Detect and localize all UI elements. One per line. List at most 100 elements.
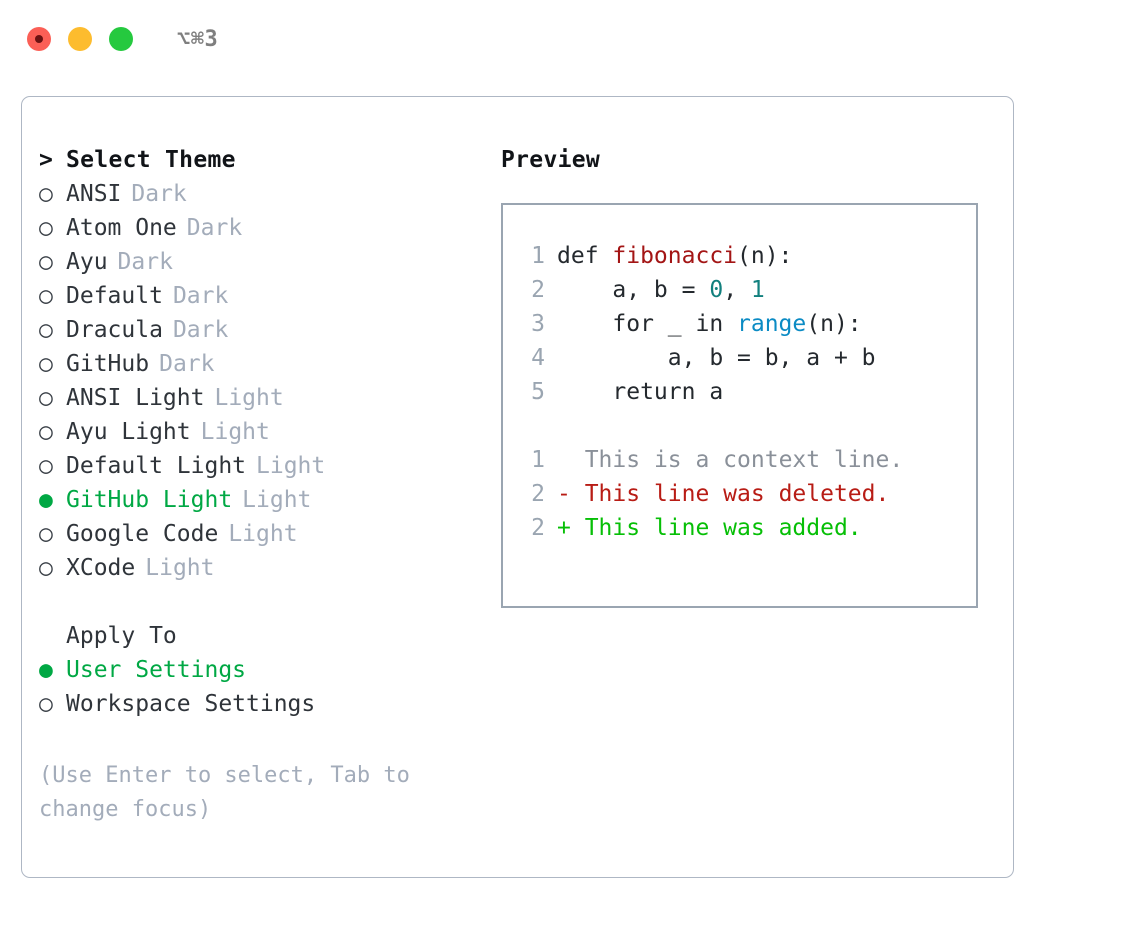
select-theme-heading-label: Select Theme — [66, 147, 236, 173]
diff-text: This line was added. — [570, 515, 862, 541]
code-line: 2 a, b = 0, 1 — [519, 273, 976, 307]
code-token: for _ in — [557, 311, 738, 337]
radio-unselected-icon[interactable]: ○ — [39, 385, 53, 411]
theme-list-item[interactable]: ○ ANSI Light Light — [39, 385, 489, 419]
radio-unselected-icon[interactable]: ○ — [39, 283, 53, 309]
preview-title: Preview — [501, 147, 601, 173]
theme-name-label: Default — [66, 283, 163, 309]
theme-variant-tag: Light — [256, 453, 326, 479]
code-token: def — [557, 243, 613, 269]
radio-unselected-icon[interactable]: ○ — [39, 249, 53, 275]
theme-name-label: GitHub — [66, 351, 150, 377]
keyboard-shortcut-label: ⌥⌘3 — [177, 26, 219, 52]
theme-name-label: Default Light — [66, 453, 247, 479]
apply-to-label: User Settings — [66, 657, 247, 683]
apply-to-heading: Apply To — [39, 623, 489, 657]
theme-name-label: Ayu — [66, 249, 108, 275]
minimize-button-icon[interactable] — [68, 27, 92, 51]
line-number: 5 — [531, 379, 545, 405]
theme-name-label: XCode — [66, 555, 136, 581]
radio-unselected-icon[interactable]: ○ — [39, 419, 53, 445]
theme-variant-tag: Light — [200, 419, 270, 445]
radio-unselected-icon[interactable]: ○ — [39, 521, 53, 547]
apply-to-list-item[interactable]: ○ Workspace Settings — [39, 691, 489, 725]
code-token: range — [737, 311, 807, 337]
apply-to-label: Workspace Settings — [66, 691, 316, 717]
line-number: 2 — [531, 515, 545, 541]
line-number: 1 — [531, 447, 545, 473]
code-text: return a — [557, 375, 723, 409]
code-token: a, b = — [557, 277, 710, 303]
theme-variant-tag: Light — [242, 487, 312, 513]
code-line: 4 a, b = b, a + b — [519, 341, 976, 375]
theme-list-item[interactable]: ○ Atom One Dark — [39, 215, 489, 249]
radio-unselected-icon[interactable]: ○ — [39, 691, 53, 717]
code-token: (n): — [737, 243, 793, 269]
radio-unselected-icon[interactable]: ○ — [39, 555, 53, 581]
code-line: 5 return a — [519, 375, 976, 409]
theme-variant-tag: Light — [214, 385, 284, 411]
traffic-lights — [27, 27, 133, 51]
code-line: 1 def fibonacci(n): — [519, 239, 976, 273]
radio-selected-icon[interactable]: ● — [39, 487, 53, 513]
code-token: fibonacci — [612, 243, 738, 269]
theme-list-item[interactable]: ○ Default Light Light — [39, 453, 489, 487]
theme-name-label: Atom One — [66, 215, 177, 241]
caret-icon: > — [39, 147, 53, 173]
radio-unselected-icon[interactable]: ○ — [39, 453, 53, 479]
code-text: a, b = b, a + b — [557, 341, 876, 375]
theme-variant-tag: Dark — [159, 351, 215, 377]
diff-line: 2 + This line was added. — [519, 511, 976, 545]
diff-line: 2- This line was deleted. — [519, 477, 976, 511]
line-number: 2 — [531, 277, 545, 303]
diff-line: 1 This is a context line. — [519, 443, 976, 477]
code-token: 0 — [709, 277, 724, 303]
theme-variant-tag: Dark — [172, 317, 229, 343]
theme-variant-tag: Dark — [117, 249, 173, 275]
close-button-icon[interactable] — [27, 27, 51, 51]
theme-variant-tag: Light — [228, 521, 298, 547]
diff-sign — [557, 443, 571, 477]
radio-unselected-icon[interactable]: ○ — [39, 317, 53, 343]
diff-text: This is a context line. — [570, 447, 904, 473]
diff-sample: 1 This is a context line.2- This line wa… — [519, 443, 976, 545]
select-theme-heading: > Select Theme — [39, 147, 489, 181]
radio-unselected-icon[interactable]: ○ — [39, 351, 53, 377]
diff-text: This line was deleted. — [570, 481, 890, 507]
apply-to-heading-label: Apply To — [66, 623, 177, 649]
maximize-button-icon[interactable] — [109, 27, 133, 51]
code-text: a, b = 0, 1 — [557, 273, 765, 307]
theme-list-item[interactable]: ○ GitHub Dark — [39, 351, 489, 385]
theme-variant-tag: Dark — [186, 215, 243, 241]
apply-to-list-item[interactable]: ● User Settings — [39, 657, 489, 691]
theme-variant-tag: Light — [145, 555, 215, 581]
diff-sign: + — [557, 515, 571, 541]
code-token: 1 — [750, 277, 765, 303]
line-number: 4 — [531, 345, 545, 371]
line-number: 1 — [531, 243, 545, 269]
radio-selected-icon[interactable]: ● — [39, 657, 53, 683]
line-number: 3 — [531, 311, 545, 337]
section-spacer — [39, 589, 489, 623]
preview-spacer — [519, 409, 976, 443]
theme-list-item[interactable]: ○ Ayu Dark — [39, 249, 489, 283]
theme-list-item[interactable]: ○ XCode Light — [39, 555, 489, 589]
radio-unselected-icon[interactable]: ○ — [39, 181, 53, 207]
code-token: , — [723, 277, 751, 303]
code-text: def fibonacci(n): — [557, 239, 792, 273]
code-token: a, b = b, a + b — [557, 345, 876, 371]
theme-name-label: ANSI Light — [66, 385, 205, 411]
radio-unselected-icon[interactable]: ○ — [39, 215, 53, 241]
